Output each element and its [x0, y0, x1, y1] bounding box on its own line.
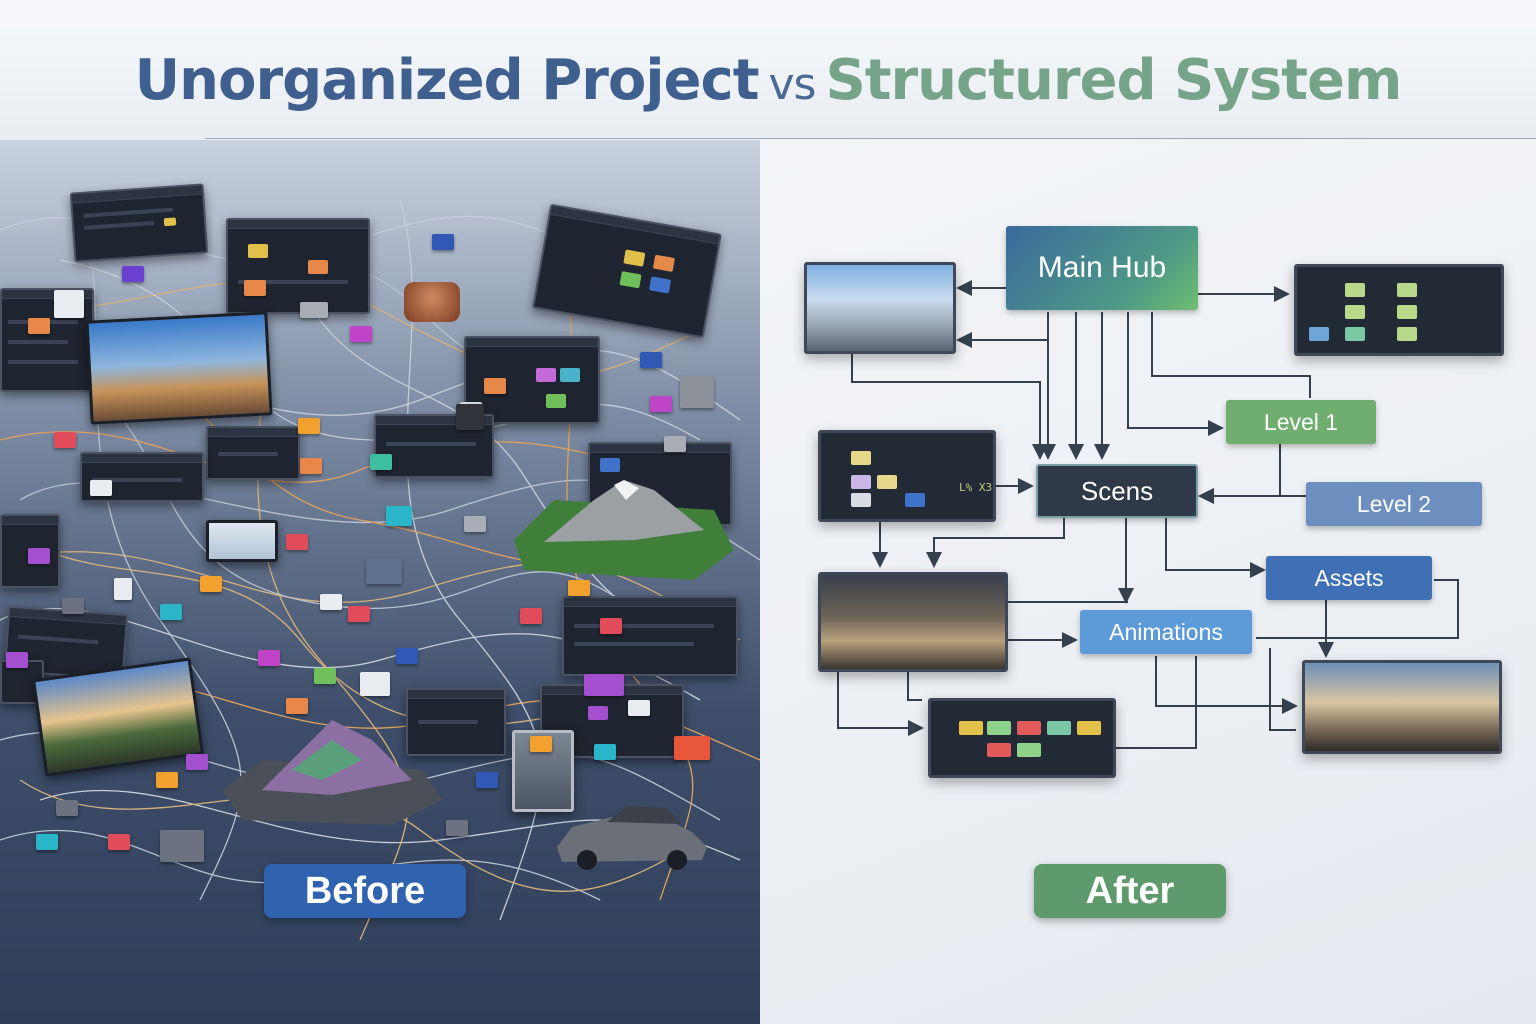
tag-chip — [476, 772, 498, 788]
tag-chip — [314, 668, 336, 684]
tag-chip — [640, 352, 662, 368]
tag-chip — [370, 454, 392, 470]
tag-chip — [160, 604, 182, 620]
level-2-node: Level 2 — [1306, 482, 1482, 526]
tag-chip — [6, 652, 28, 668]
tag-chip — [160, 830, 204, 862]
level-2-label: Level 2 — [1356, 491, 1432, 517]
city-screen — [804, 262, 956, 354]
tag-chip — [108, 834, 130, 850]
editor-window — [206, 426, 300, 480]
animation-timeline-panel — [928, 698, 1116, 778]
mountain-terrain-icon — [514, 480, 734, 580]
editor-window — [226, 218, 370, 314]
tag-chip — [680, 376, 714, 408]
editor-window — [80, 452, 204, 502]
tag-chip — [568, 580, 590, 596]
tag-chip — [298, 418, 320, 434]
tag-chip — [386, 506, 412, 526]
title-unorganized: Unorganized Project — [134, 48, 760, 113]
before-panel: Before — [0, 140, 760, 1024]
tag-chip — [464, 516, 486, 532]
tag-chip — [674, 736, 710, 760]
before-label: Before — [304, 870, 426, 912]
tag-chip — [396, 648, 418, 664]
tag-chip — [584, 674, 624, 696]
timeline-panel — [1294, 264, 1504, 356]
prop-model-icon — [404, 282, 460, 322]
tag-chip — [258, 650, 280, 666]
tag-chip — [366, 558, 402, 584]
tag-chip — [664, 436, 686, 452]
tag-chip — [90, 480, 112, 496]
level-editor-panel: L% X3 — [818, 430, 996, 522]
tag-chip — [360, 672, 390, 696]
tag-chip — [62, 598, 84, 614]
animations-label: Animations — [1109, 619, 1223, 645]
level-1-label: Level 1 — [1263, 409, 1339, 435]
car-model-icon — [557, 806, 707, 870]
tag-chip — [200, 576, 222, 592]
scenes-label: Scens — [1080, 476, 1154, 506]
scenes-node: Scens — [1036, 464, 1198, 518]
tag-chip — [530, 736, 552, 752]
tag-chip — [186, 754, 208, 770]
tag-chip — [244, 280, 266, 296]
room-scene-screen — [818, 572, 1008, 672]
tag-chip — [54, 290, 84, 318]
tag-chip — [320, 594, 342, 610]
before-badge: Before — [264, 864, 466, 918]
tag-chip — [432, 234, 454, 250]
tag-chip — [286, 698, 308, 714]
after-label: After — [1085, 870, 1175, 912]
main-hub-node: Main Hub — [1006, 226, 1198, 310]
tag-chip — [122, 266, 144, 282]
assets-node: Assets — [1266, 556, 1432, 600]
tag-chip — [300, 302, 328, 318]
tag-chip — [56, 800, 78, 816]
header — [0, 0, 1536, 140]
tag-chip — [28, 318, 50, 334]
tag-chip — [36, 834, 58, 850]
tag-chip — [28, 548, 50, 564]
tag-chip — [650, 396, 672, 412]
tag-chip — [300, 458, 322, 474]
tag-chip — [286, 534, 308, 550]
small-thumbnail — [206, 520, 278, 562]
title-structured: Structured System — [825, 48, 1402, 113]
rock-terrain-icon — [222, 720, 442, 825]
tag-chip — [628, 700, 650, 716]
tag-chip — [348, 606, 370, 622]
tag-chip — [600, 618, 622, 634]
main-hub-label: Main Hub — [1037, 251, 1167, 284]
after-badge: After — [1034, 864, 1226, 918]
tag-chip — [594, 744, 616, 760]
tag-chip — [484, 378, 506, 394]
title-vs: vs — [768, 59, 816, 110]
editor-window — [562, 596, 738, 676]
level-1-node: Level 1 — [1226, 400, 1376, 444]
tag-chip — [520, 608, 542, 624]
title-underline — [205, 138, 1536, 139]
tag-chip — [114, 578, 132, 600]
editor-window — [406, 688, 506, 756]
tag-chip — [350, 326, 372, 342]
tag-chip — [446, 820, 468, 836]
plaza-scene-screen — [1302, 660, 1502, 754]
tag-chip — [54, 432, 76, 448]
tag-chip — [156, 772, 178, 788]
animations-node: Animations — [1080, 610, 1252, 654]
level-meter: L% X3 — [959, 481, 993, 494]
tag-chip — [456, 404, 484, 430]
assets-label: Assets — [1314, 565, 1384, 591]
